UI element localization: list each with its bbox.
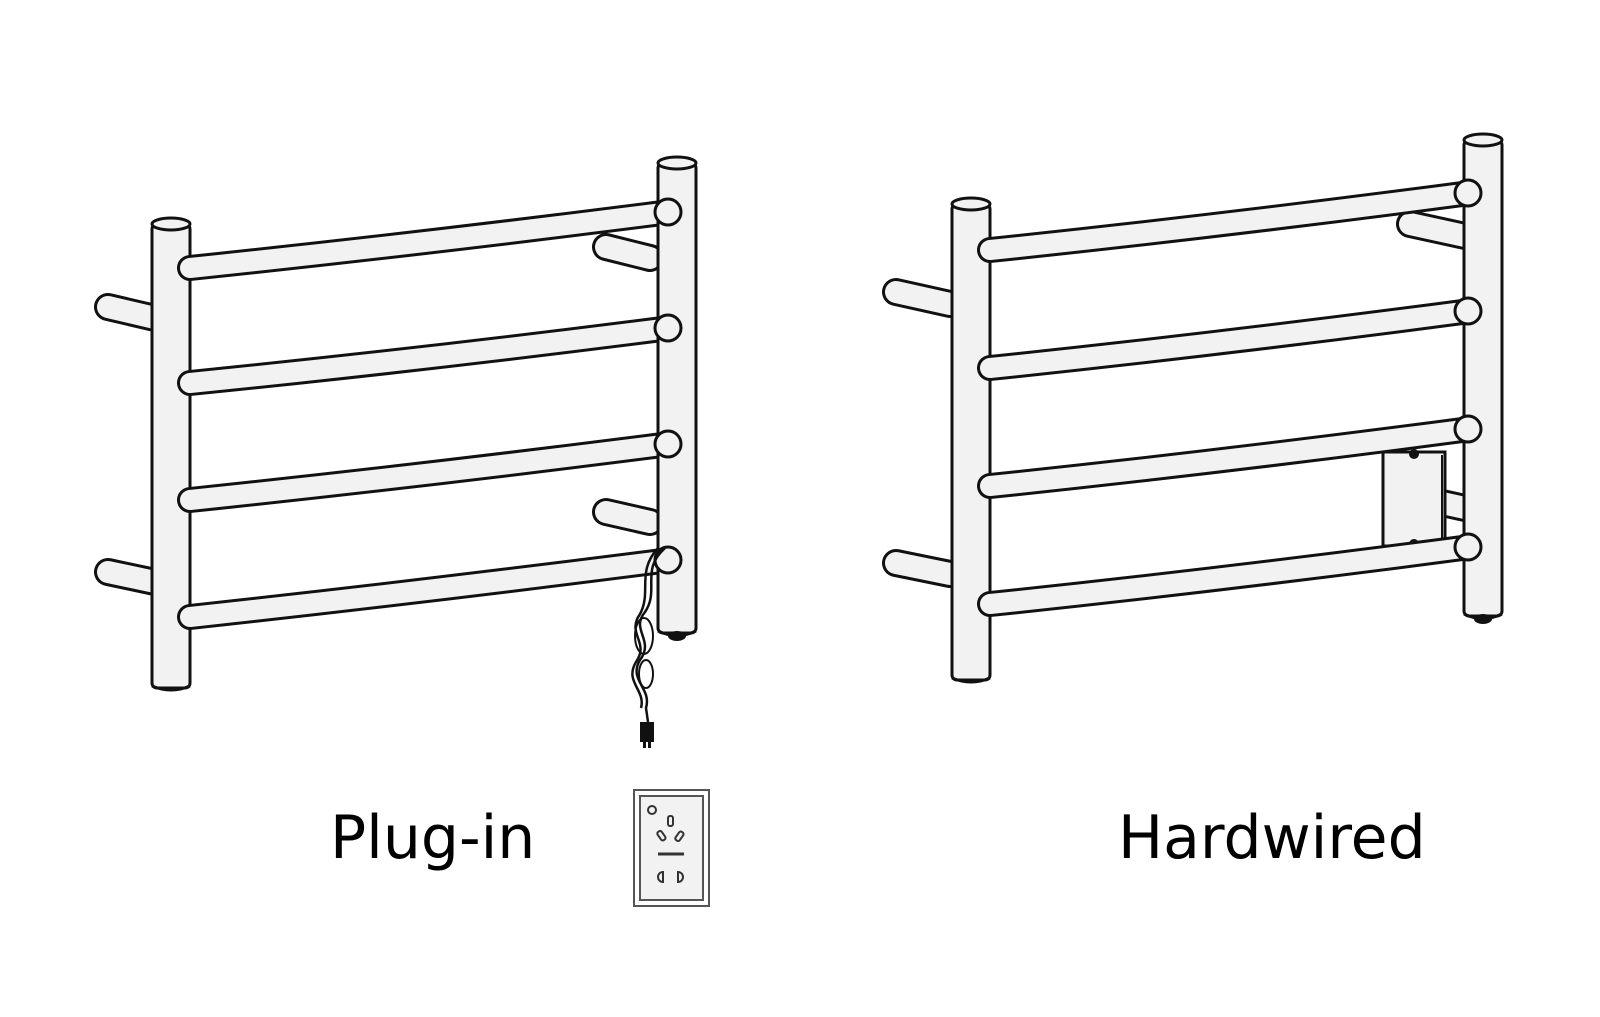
left-lower-standoff <box>885 552 961 585</box>
power-inlet <box>668 631 686 641</box>
rail-4 <box>180 550 680 627</box>
plug-in-towel-rack <box>94 155 698 748</box>
rail-3 <box>980 419 1480 496</box>
right-upper-standoff <box>1399 213 1476 247</box>
power-cord <box>631 547 666 748</box>
rail-4 <box>980 537 1480 614</box>
left-post <box>150 216 192 692</box>
cord-plug <box>640 722 654 748</box>
right-upper-standoff <box>595 236 661 269</box>
hardwired-towel-rack <box>882 132 1504 684</box>
wall-mount-standoffs <box>94 233 664 596</box>
right-post <box>656 155 698 641</box>
plug-in-label: Plug-in <box>330 803 536 873</box>
rail-2 <box>180 318 680 393</box>
rail-1 <box>980 183 1480 260</box>
rail-end-caps <box>1453 178 1483 562</box>
rail-1 <box>180 202 680 278</box>
left-lower-standoff <box>97 561 166 593</box>
rail-2 <box>980 301 1480 378</box>
left-upper-standoff <box>97 296 166 329</box>
rail-3 <box>180 434 680 510</box>
junction-box-icon <box>1381 449 1447 549</box>
right-post <box>1462 132 1504 624</box>
wall-outlet-icon <box>633 789 710 907</box>
heated-rails <box>977 180 1483 617</box>
heated-rails <box>177 199 683 630</box>
hardwired-label: Hardwired <box>1118 803 1426 873</box>
right-lower-standoff <box>595 501 661 533</box>
left-post <box>950 196 992 684</box>
left-upper-standoff <box>885 281 961 315</box>
rail-end-caps <box>653 197 683 575</box>
